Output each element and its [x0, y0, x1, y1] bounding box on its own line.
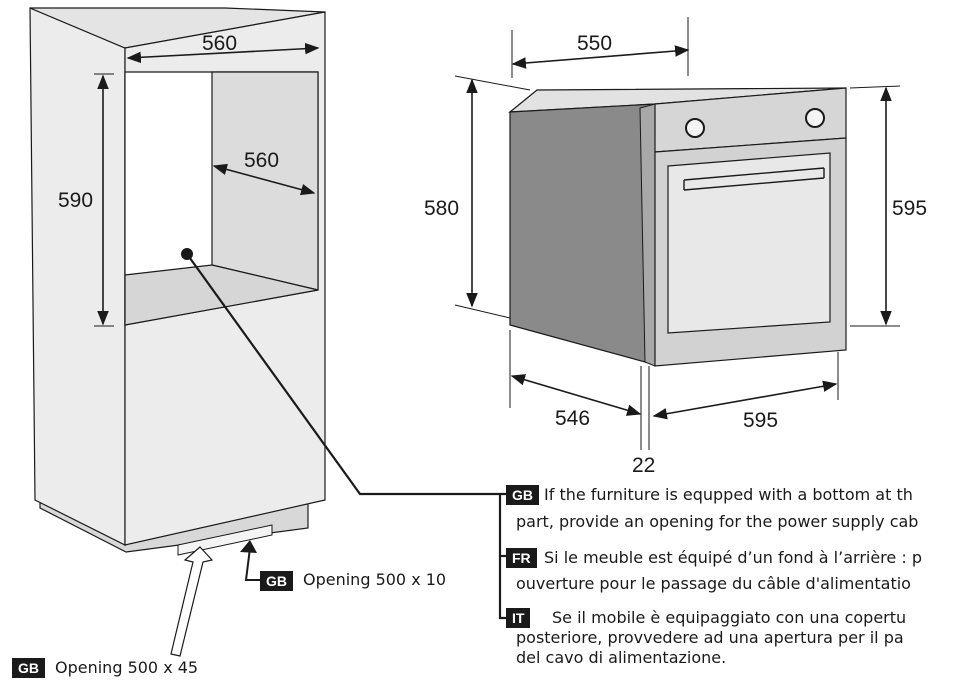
note-fr-line2: ouverture pour le passage du câble d'ali… [516, 574, 911, 593]
dim-oven-body-height: 580 [424, 197, 459, 220]
note-fr-line1: Si le meuble est équipé d’un fond à l’ar… [544, 548, 922, 567]
dim-oven-front-height: 595 [892, 197, 927, 220]
dim-oven-width: 550 [577, 32, 612, 55]
oven-side [509, 103, 656, 363]
opening-large-label: Opening 500 x 45 [55, 658, 199, 677]
oven-drawing: 550 580 595 546 595 22 [424, 17, 927, 620]
note-it-line1: Se il mobile è equipaggiato con una cope… [552, 608, 907, 627]
dim-oven-depth: 546 [555, 407, 590, 430]
note-tag-gb: GB [506, 485, 539, 505]
oven-knob-left [685, 118, 705, 138]
note-tag-it: IT [506, 608, 531, 628]
note-gb-line2: part, provide an opening for the power s… [516, 512, 919, 531]
note-gb-line1: If the furniture is equpped with a botto… [544, 485, 913, 504]
leader-line [186, 253, 508, 496]
cabinet-drawing: 560 560 590 [29, 7, 508, 657]
dim-cabinet-width: 560 [202, 32, 237, 55]
oven-knob-right [805, 108, 825, 128]
oven-handle [683, 167, 825, 191]
note-tag-fr: FR [506, 548, 537, 568]
cavity-back-wall [211, 71, 319, 291]
opening-large-tag: GB [12, 658, 45, 678]
note-it-line2: posteriore, provvedere ad una apertura p… [516, 628, 904, 647]
dim-cabinet-depth: 560 [244, 149, 279, 172]
large-opening-arrow [170, 546, 214, 657]
cavity-floor [124, 264, 319, 326]
opening-small-tag: GB [260, 571, 293, 591]
base-opening-slot [177, 524, 273, 556]
opening-small-label: Opening 500 x 10 [303, 570, 447, 589]
oven-window [667, 152, 831, 334]
note-it-line3: del cavo di alimentazione. [516, 648, 727, 667]
cabinet-front [29, 7, 126, 546]
dim-cabinet-height: 590 [58, 189, 93, 212]
dim-oven-front-width: 595 [743, 409, 778, 432]
dim-front-thickness: 22 [632, 454, 655, 477]
notes-panel: GB If the furniture is equpped with a bo… [506, 484, 936, 674]
